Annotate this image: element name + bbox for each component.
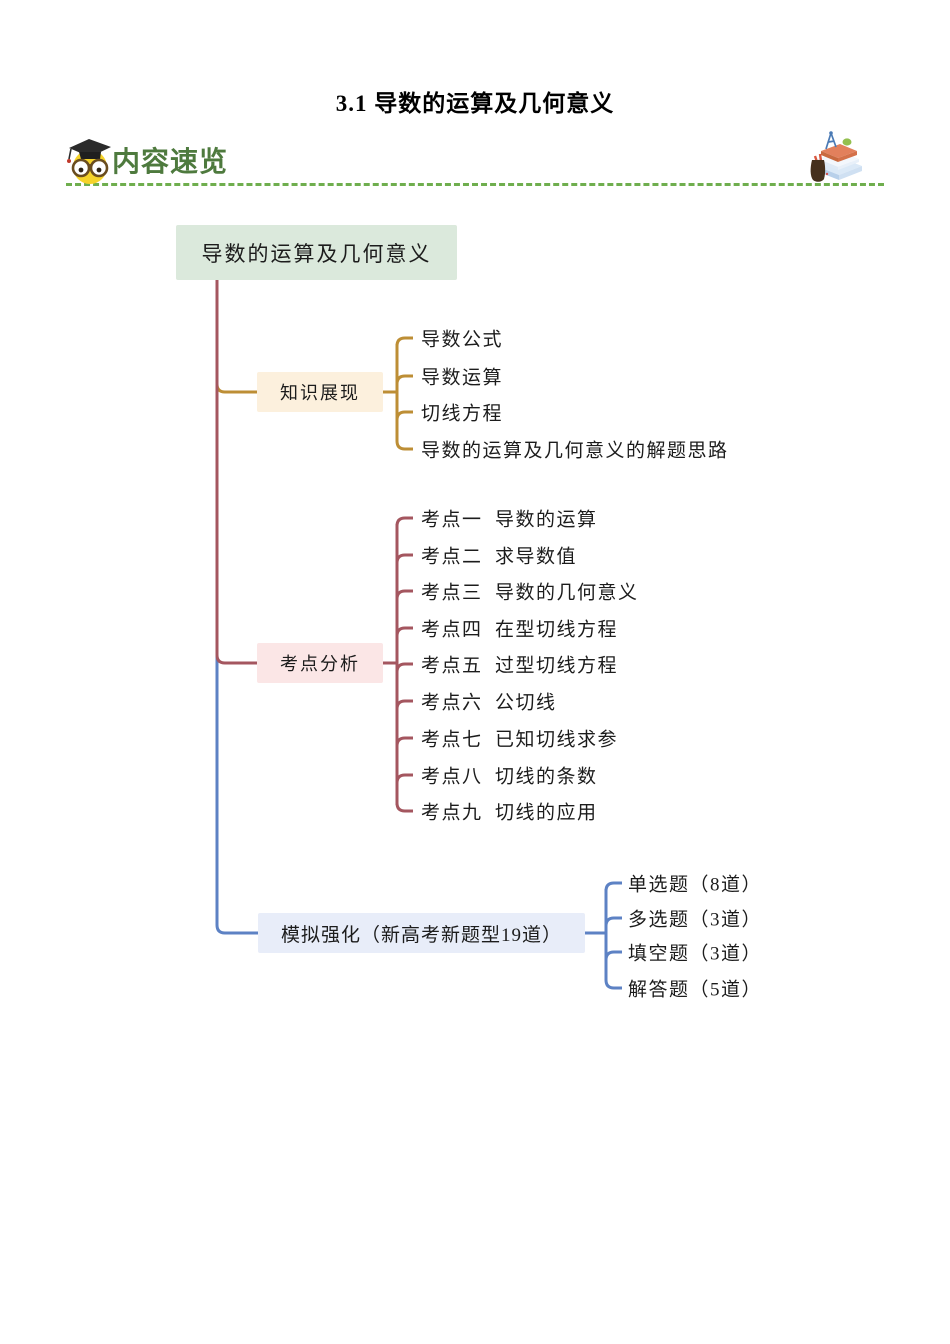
- mindmap-root-node: 导数的运算及几何意义: [176, 225, 457, 280]
- pen-cup-icon: [810, 160, 826, 182]
- exam-point-leaf-3: 考点三 导数的几何意义: [421, 582, 639, 604]
- practice-leaf-4: 解答题（5道）: [628, 979, 763, 1001]
- bracket-knowledge: [383, 336, 413, 451]
- exam-point-leaf-2: 考点二 求导数值: [421, 546, 578, 568]
- knowledge-leaf-4: 导数的运算及几何意义的解题思路: [421, 440, 729, 462]
- trunk-line-practice: [215, 278, 258, 935]
- exam-point-leaf-9: 考点九 切线的应用: [421, 802, 598, 824]
- exam-point-leaf-4: 考点四 在型切线方程: [421, 619, 619, 641]
- bracket-practice: [585, 881, 622, 990]
- mindmap-branch-knowledge: 知识展现: [257, 372, 383, 412]
- exam-point-leaf-6: 考点六 公切线: [421, 692, 557, 714]
- exam-point-leaf-8: 考点八 切线的条数: [421, 766, 598, 788]
- owl-graduate-icon: [67, 139, 111, 184]
- bracket-exam-points: [383, 516, 413, 813]
- practice-leaf-1: 单选题（8道）: [628, 874, 763, 896]
- practice-leaf-3: 填空题（3道）: [628, 943, 763, 965]
- books-stationery-icon: [810, 131, 862, 182]
- trunk-line-knowledge: [215, 278, 257, 394]
- exam-point-leaf-5: 考点五 过型切线方程: [421, 655, 619, 677]
- apple-icon: [842, 138, 852, 146]
- exam-point-leaf-7: 考点七 已知切线求参: [421, 729, 619, 751]
- exam-point-leaf-1: 考点一 导数的运算: [421, 509, 598, 531]
- compass-icon: [825, 132, 837, 150]
- trunk-line-exam-points: [215, 278, 257, 665]
- knowledge-leaf-2: 导数运算: [421, 367, 504, 389]
- mindmap-branch-exam-points: 考点分析: [257, 643, 383, 683]
- mindmap-branch-practice: 模拟强化（新高考新题型19道）: [258, 913, 585, 953]
- section-title: 内容速览: [112, 146, 229, 177]
- cap-tassel: [67, 159, 71, 163]
- dashed-divider: [66, 183, 884, 186]
- page-title: 3.1 导数的运算及几何意义: [335, 91, 615, 116]
- knowledge-leaf-1: 导数公式: [421, 329, 504, 351]
- practice-leaf-2: 多选题（3道）: [628, 909, 763, 931]
- knowledge-leaf-3: 切线方程: [421, 403, 504, 425]
